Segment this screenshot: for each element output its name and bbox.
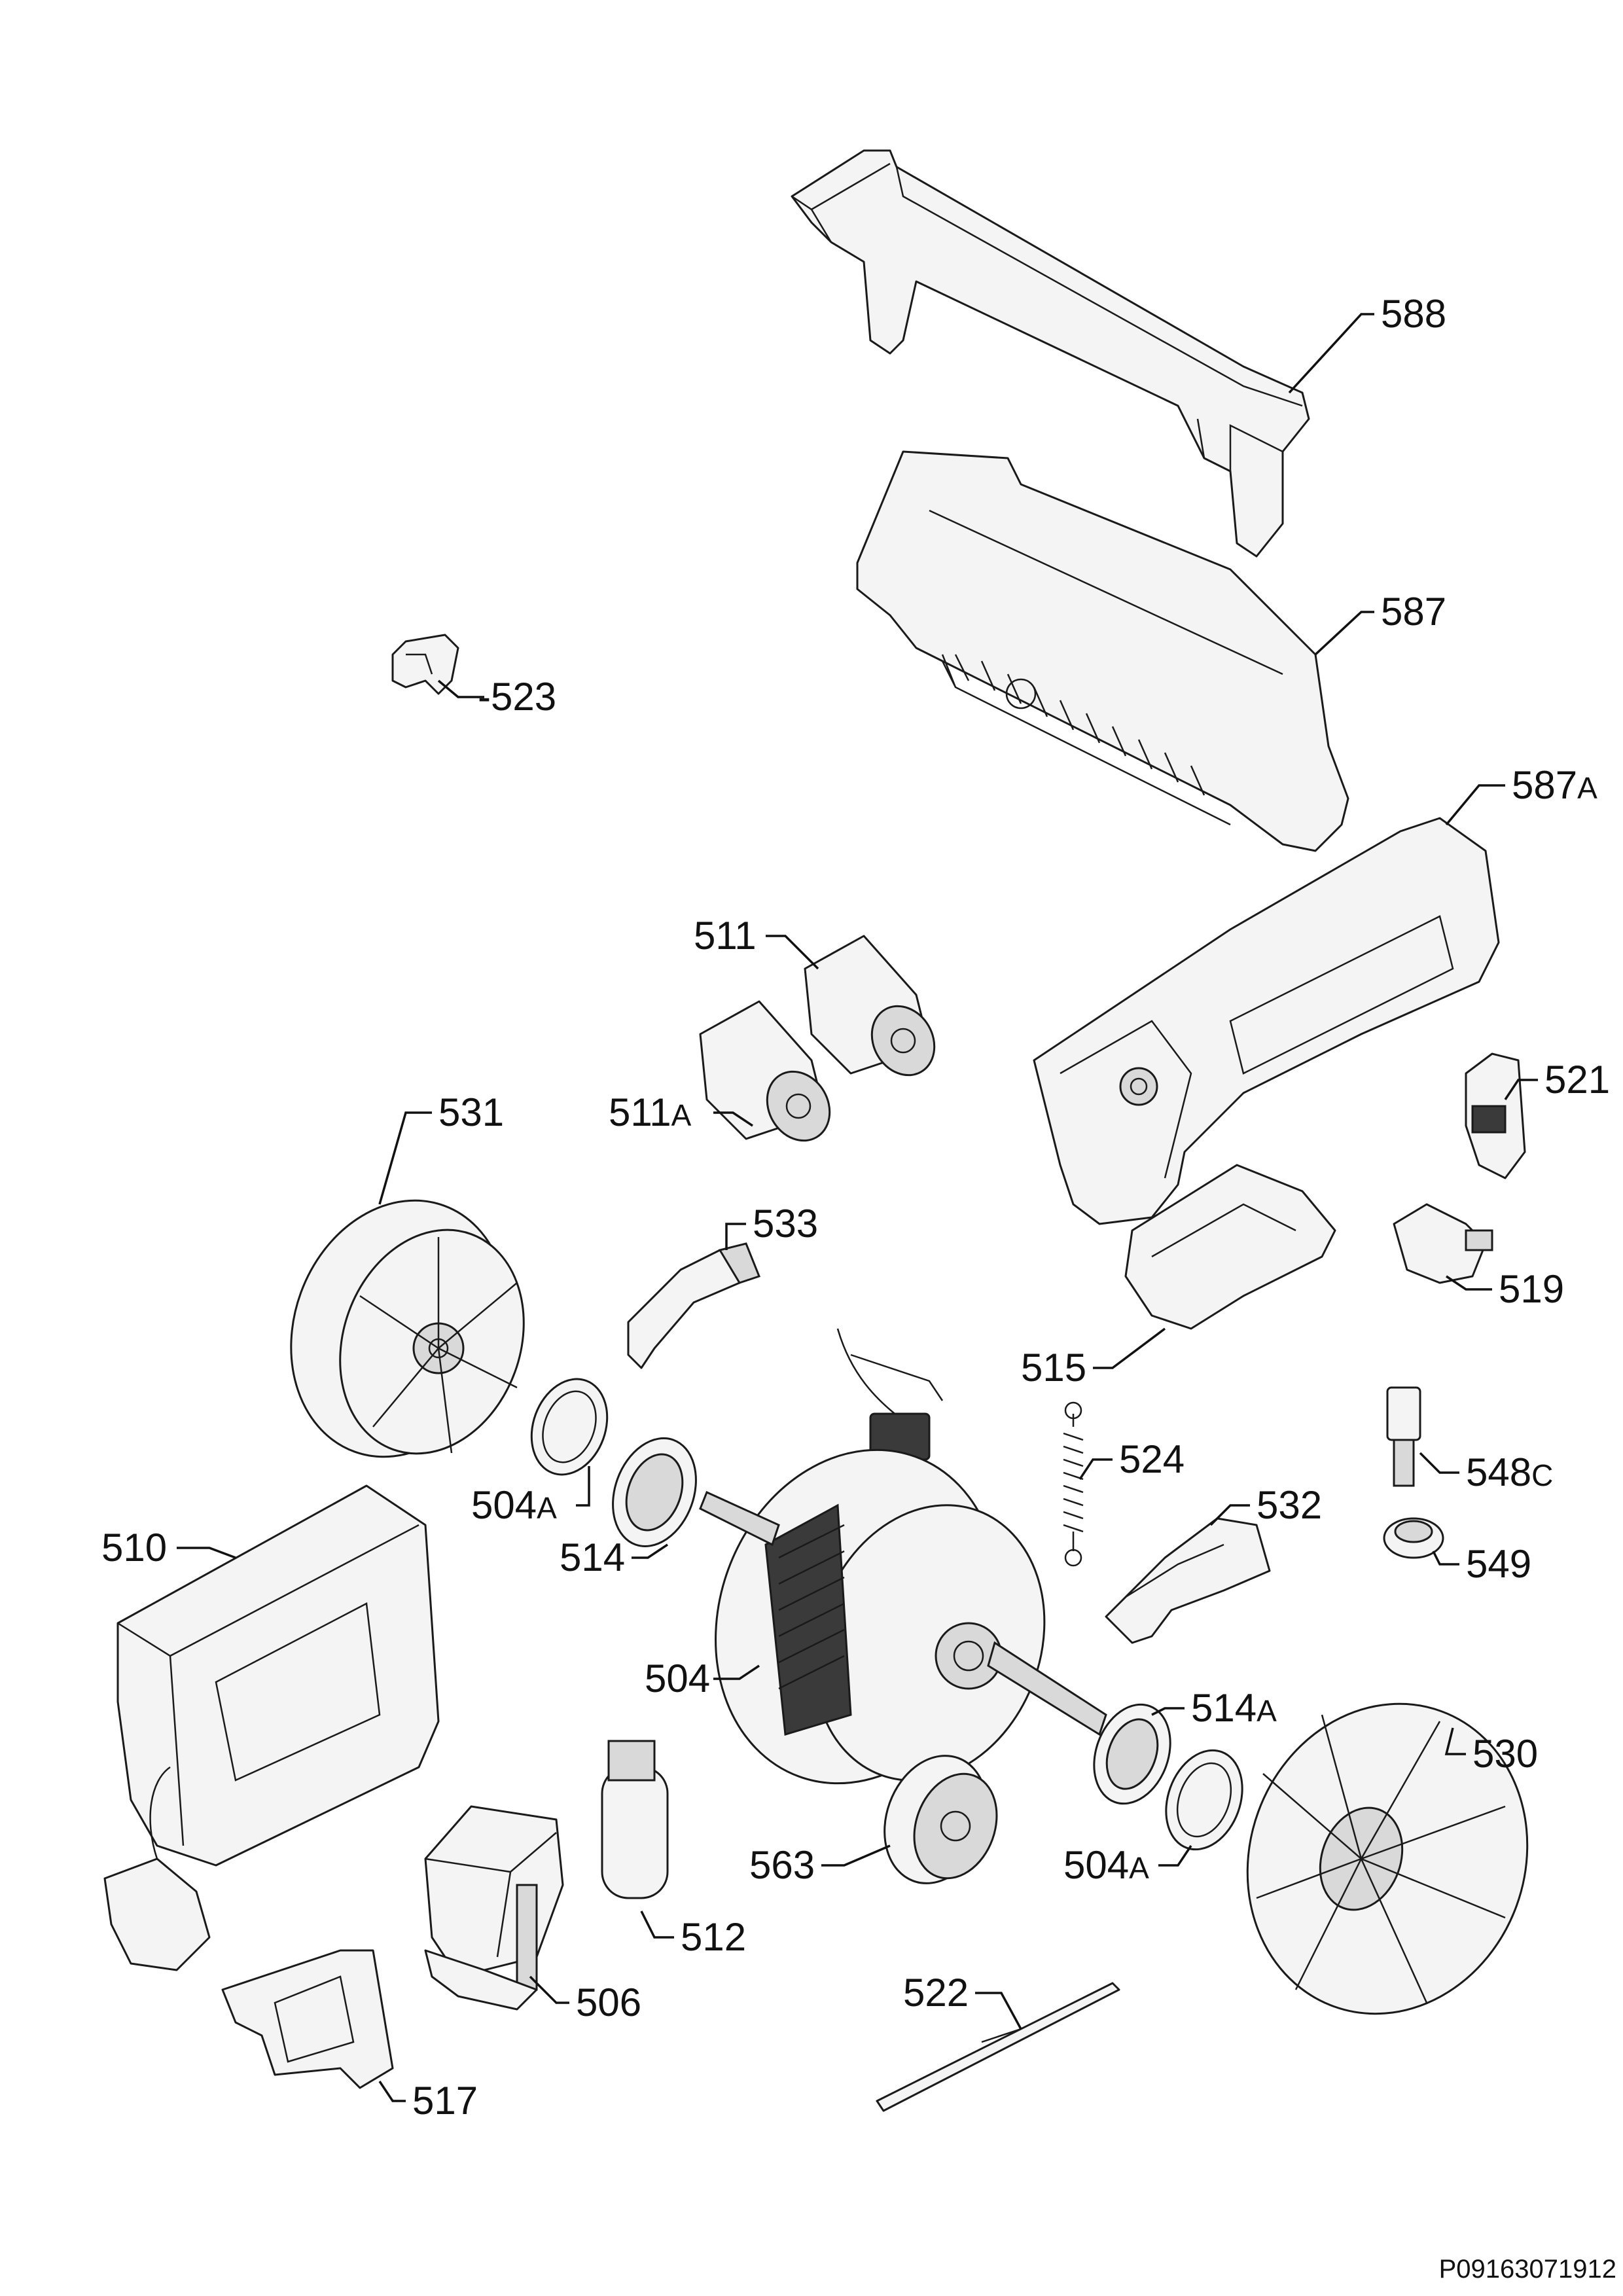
callout-519: 519: [1499, 1267, 1564, 1311]
callout-511a: 511A: [609, 1090, 692, 1134]
part-523-clip: [391, 634, 459, 695]
part-521-switch: [1465, 1052, 1526, 1179]
part-532-cover: [1105, 1517, 1271, 1644]
callout-548c: 548C: [1466, 1450, 1553, 1494]
callout-587: 587: [1381, 590, 1446, 634]
callout-531: 531: [438, 1090, 504, 1134]
callout-588: 588: [1381, 292, 1446, 336]
part-504a-ring-left: [530, 1378, 609, 1476]
part-588-cover: [791, 149, 1310, 558]
part-549-grommet: [1383, 1517, 1444, 1559]
callout-549: 549: [1466, 1542, 1531, 1586]
callout-587a: 587A: [1512, 763, 1597, 807]
callout-512: 512: [681, 1915, 746, 1959]
callout-504a-left: 504A: [471, 1483, 557, 1527]
leader-lines: [177, 313, 1538, 2102]
part-504a-ring-right: [1165, 1749, 1243, 1851]
part-514-ring: [612, 1437, 697, 1547]
part-522-rod: [876, 1982, 1120, 2112]
callout-504a-right: 504A: [1063, 1843, 1149, 1887]
part-587-module: [856, 450, 1349, 852]
part-530-fan-wheel: [1246, 1702, 1529, 2015]
callout-532: 532: [1257, 1483, 1322, 1527]
callout-517: 517: [412, 2079, 478, 2123]
part-563-pulley: [883, 1755, 998, 1884]
callout-514a: 514A: [1191, 1686, 1277, 1730]
callout-504: 504: [645, 1657, 710, 1700]
part-515-sensor-holder: [1124, 1164, 1336, 1330]
part-511-capacitor: [804, 935, 936, 1077]
part-517-bracket: [221, 1949, 394, 2089]
part-504-motor: [699, 1328, 1107, 1785]
part-587a-control-panel: [1033, 817, 1500, 1225]
part-531-fan-wheel: [290, 1199, 525, 1458]
callout-511: 511: [694, 914, 757, 958]
callout-533: 533: [753, 1202, 818, 1246]
callout-522: 522: [903, 1971, 969, 2015]
callout-510: 510: [101, 1526, 167, 1570]
callout-514: 514: [560, 1535, 625, 1579]
part-533-bracket: [627, 1242, 760, 1369]
reference-code: P09163071912: [1439, 2255, 1616, 2284]
callout-labels: 588 587 587A -523 511 511A 521 531 533 5…: [101, 292, 1610, 2123]
part-512-capacitor: [601, 1740, 669, 1899]
part-524-spring: [1063, 1401, 1084, 1567]
callout-523: -523: [478, 675, 556, 719]
callout-506: 506: [576, 1981, 641, 2024]
part-511a-capacitor: [699, 1000, 831, 1142]
callout-515: 515: [1021, 1346, 1086, 1390]
part-510-housing: [103, 1484, 440, 1971]
callout-530: 530: [1472, 1732, 1538, 1776]
part-519-connector: [1393, 1203, 1493, 1284]
callout-521: 521: [1544, 1058, 1610, 1102]
part-548c-sensor: [1386, 1386, 1421, 1487]
callout-524: 524: [1119, 1437, 1185, 1481]
part-514a-ring: [1093, 1703, 1171, 1805]
callout-563: 563: [749, 1843, 815, 1887]
part-506-pump: [424, 1805, 564, 2011]
